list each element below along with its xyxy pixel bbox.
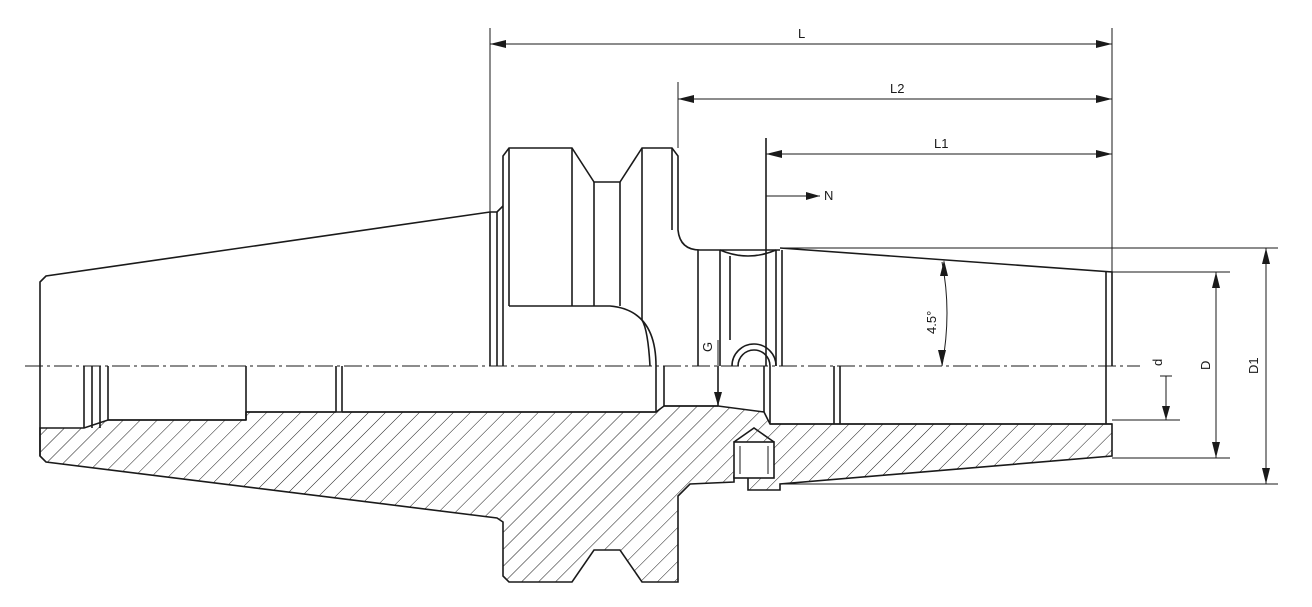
dimension-N: N <box>766 188 833 203</box>
dim-label-D: D <box>1198 361 1213 370</box>
dim-label-d: d <box>1150 359 1165 366</box>
dim-label-D1: D1 <box>1246 357 1261 374</box>
dimension-L: L <box>490 26 1112 48</box>
dim-label-L1: L1 <box>934 136 948 151</box>
dimension-D1: D1 <box>1246 248 1270 484</box>
dim-label-L: L <box>798 26 805 41</box>
upper-outline <box>39 138 1113 367</box>
dim-label-angle: 4.5° <box>924 311 939 334</box>
dimension-L1: L1 <box>766 136 1112 158</box>
dim-label-G: G <box>700 342 715 352</box>
dimension-angle: 4.5° <box>924 260 948 367</box>
dimension-L2: L2 <box>678 81 1112 103</box>
hatched-section <box>39 405 1113 583</box>
dimension-d: d <box>1150 359 1172 420</box>
dimension-G: G <box>700 340 722 406</box>
dimension-D: D <box>1198 272 1220 458</box>
extension-lines <box>489 28 1278 485</box>
set-screw <box>733 427 775 479</box>
dim-label-L2: L2 <box>890 81 904 96</box>
dim-label-N: N <box>824 188 833 203</box>
